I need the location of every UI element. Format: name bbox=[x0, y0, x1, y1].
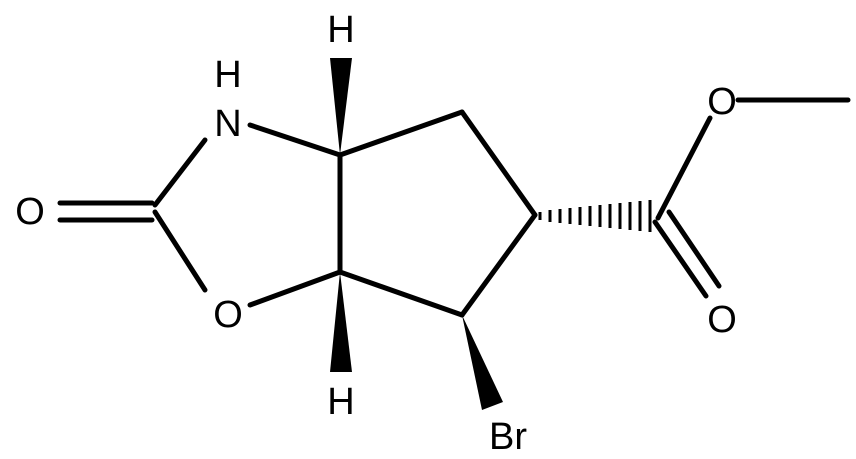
atom-label-carbonyl-o: O bbox=[15, 191, 45, 233]
bond-c2-o1 bbox=[152, 209, 208, 293]
hashed-bond-c5-ester bbox=[538, 200, 652, 232]
wedge-c6-br bbox=[462, 315, 503, 410]
wedge-c3a-h bbox=[330, 58, 352, 155]
atom-label-nh-n: N bbox=[214, 103, 241, 145]
bond-c5-c6 bbox=[459, 212, 538, 318]
bond-n-c2 bbox=[152, 137, 208, 208]
bond-ester-c-o-double-a bbox=[652, 219, 709, 299]
atom-label-ester-o-single: O bbox=[707, 81, 737, 123]
bond-c6-c6a bbox=[337, 269, 465, 318]
atom-label-nh-h: H bbox=[214, 54, 241, 96]
bond-o1-c6a bbox=[247, 269, 343, 308]
atom-label-bottom-h: H bbox=[327, 381, 354, 423]
atom-label-top-h: H bbox=[327, 9, 354, 51]
atom-label-ester-o-double: O bbox=[707, 299, 737, 341]
bond-ester-c-o-double-b bbox=[666, 209, 722, 289]
atom-label-ring-o: O bbox=[213, 294, 243, 336]
bond-c3a-c4 bbox=[337, 109, 465, 158]
wedge-c6a-h bbox=[330, 272, 352, 372]
atom-label-bromine: Br bbox=[489, 416, 527, 458]
bond-c4-c5 bbox=[459, 109, 538, 218]
bond-ester-c-o-single bbox=[655, 115, 713, 221]
bond-n-c3a bbox=[247, 122, 343, 158]
